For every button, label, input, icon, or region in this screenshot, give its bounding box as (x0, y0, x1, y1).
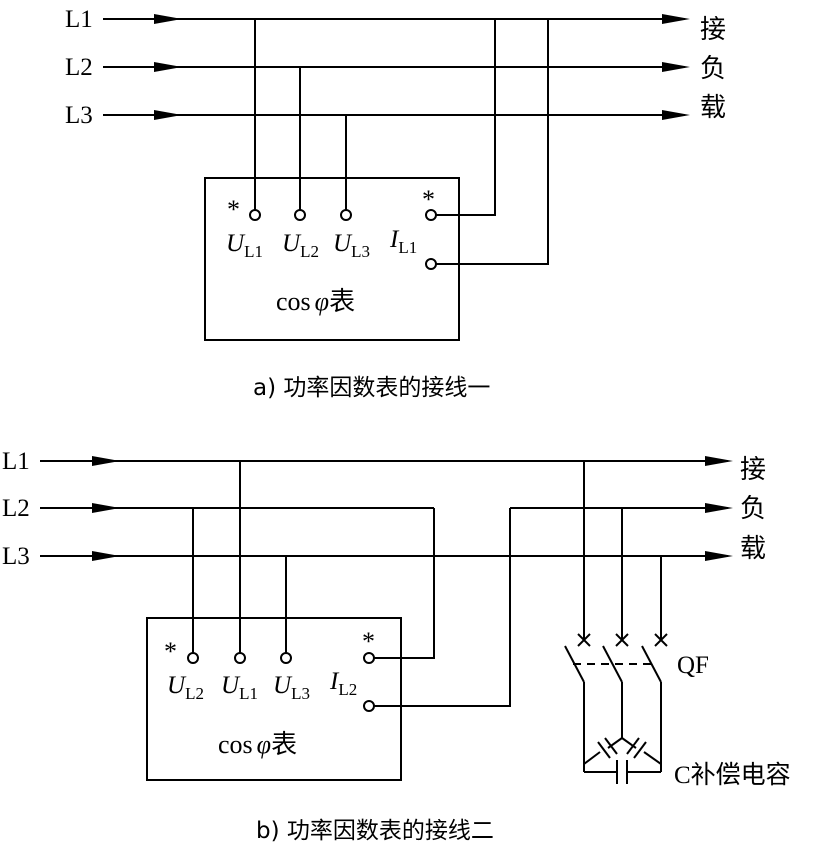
a-label-l3: L3 (65, 102, 93, 129)
b-arrow-out-l2 (705, 503, 733, 513)
a-terminal-u1 (249, 209, 261, 221)
a-caption: a) 功率因数表的接线一 (253, 375, 490, 401)
b-wire-i-out (374, 508, 511, 707)
b-terminal-u2 (234, 652, 246, 664)
a-terminal-i (425, 258, 437, 270)
b-terminal-u1 (187, 652, 199, 664)
a-arrow-in-l3 (154, 110, 182, 120)
b-label-l2: L2 (2, 495, 30, 522)
b-terminal-i-star (363, 652, 375, 664)
b-label-i: IL2 (329, 668, 357, 699)
b-terminal-u3 (280, 652, 292, 664)
b-arrow-in-l3 (92, 551, 120, 561)
a-label-i: IL1 (389, 226, 417, 257)
b-label-u3: UL3 (273, 672, 310, 703)
b-label-l1: L1 (2, 448, 30, 475)
a-terminal-u3 (340, 209, 352, 221)
a-arrow-in-l2 (154, 62, 182, 72)
breaker-label: QF (677, 652, 709, 679)
b-arrow-out-l3 (705, 551, 733, 561)
a-star-i: * (422, 185, 435, 214)
b-star-i: * (362, 627, 375, 656)
capacitor-bank (583, 737, 662, 784)
b-arrow-out-l1 (705, 456, 733, 466)
a-wire-i-in (436, 19, 496, 216)
a-wire-i-out (436, 18, 685, 265)
a-terminal-u2 (294, 209, 306, 221)
diagram-a: L1 L2 L3 接 负 载 * * UL1 UL2 UL3 (65, 6, 726, 401)
a-load-char-1: 接 (700, 15, 726, 45)
b-load-char-1: 接 (740, 455, 766, 485)
a-arrow-in-l1 (154, 14, 182, 24)
b-arrow-in-l2 (92, 503, 120, 513)
a-label-u1: UL1 (226, 230, 263, 261)
diagram-b: L1 L2 L3 接 负 载 * * UL2 UL1 UL3 (2, 448, 791, 844)
b-meter-box (146, 617, 402, 781)
b-wire-i-in (374, 508, 435, 659)
a-load-char-2: 负 (700, 54, 726, 84)
b-load-char-3: 载 (740, 534, 766, 564)
a-label-l2: L2 (65, 54, 93, 81)
a-arrow-out-l2 (662, 62, 690, 72)
b-terminal-i (363, 700, 375, 712)
b-star-u: * (164, 637, 177, 666)
a-label-u2: UL2 (282, 230, 319, 261)
b-label-u1: UL2 (167, 672, 204, 703)
a-arrow-out-l3 (662, 110, 690, 120)
a-meter-box (204, 177, 460, 341)
a-label-l1: L1 (65, 6, 93, 33)
b-load-char-2: 负 (740, 494, 766, 524)
a-terminal-i-star (425, 209, 437, 221)
a-label-u3: UL3 (333, 230, 370, 261)
a-star-u: * (227, 195, 240, 224)
b-label-l3: L3 (2, 543, 30, 570)
breaker-qf (564, 461, 668, 772)
b-caption: b) 功率因数表的接线二 (256, 818, 494, 844)
capacitor-label: C补偿电容 (674, 761, 791, 789)
a-load-char-3: 载 (700, 93, 726, 123)
b-arrow-in-l1 (92, 456, 120, 466)
b-label-u2: UL1 (221, 672, 258, 703)
